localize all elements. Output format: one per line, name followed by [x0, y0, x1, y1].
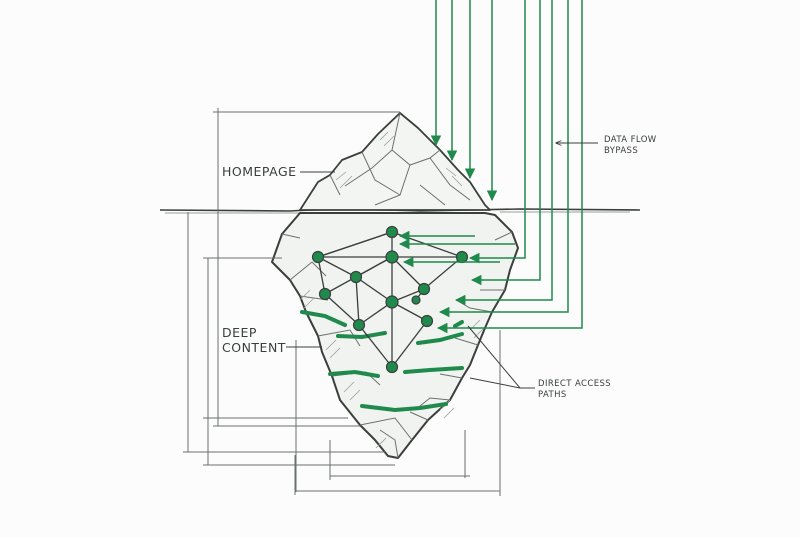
node — [311, 250, 325, 264]
node — [411, 295, 421, 305]
data-flow-arrows — [398, 0, 583, 334]
node — [349, 270, 363, 284]
deep-content-line2: CONTENT — [222, 340, 286, 355]
direct-access-line1: DIRECT ACCESS — [538, 379, 612, 389]
direct-access-line2: PATHS — [538, 390, 567, 400]
node — [385, 295, 399, 309]
node — [385, 250, 399, 264]
node — [420, 314, 434, 328]
iceberg-tip-facets — [329, 112, 471, 206]
dimension-lines-bottom — [294, 330, 501, 496]
node — [352, 318, 366, 332]
node — [455, 250, 469, 264]
node — [385, 225, 399, 239]
homepage-label: HOMEPAGE — [222, 164, 297, 179]
iceberg-body — [271, 212, 519, 459]
node — [318, 287, 332, 301]
leader-lines — [286, 143, 598, 389]
data-flow-line1: DATA FLOW — [604, 135, 657, 145]
node — [385, 360, 399, 374]
node — [417, 282, 431, 296]
deep-content-label: DEEP CONTENT — [222, 325, 286, 355]
deep-content-line1: DEEP — [222, 325, 257, 340]
dimension-lines-left — [183, 108, 400, 466]
data-flow-line2: BYPASS — [604, 146, 639, 156]
iceberg-tip-shading — [335, 131, 463, 189]
data-flow-bypass-label: DATA FLOW BYPASS — [604, 135, 657, 157]
direct-access-paths-label: DIRECT ACCESS PATHS — [538, 379, 611, 401]
network-nodes — [311, 225, 469, 374]
iceberg-tip — [299, 112, 491, 211]
green-strata — [300, 310, 464, 413]
